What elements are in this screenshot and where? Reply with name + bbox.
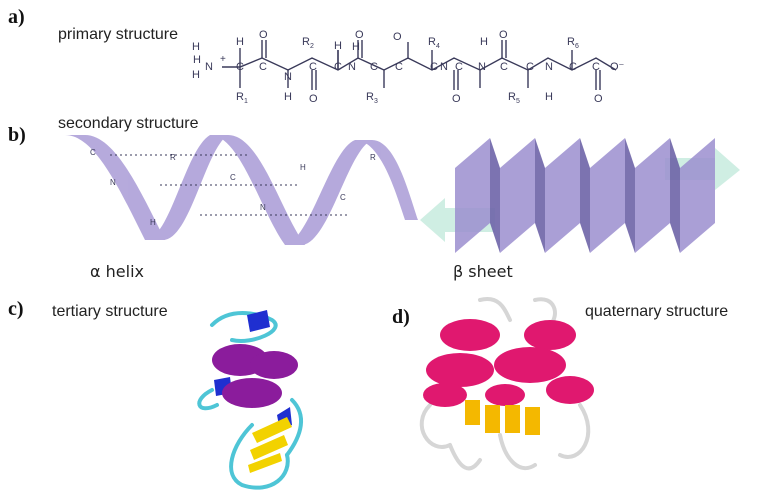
svg-text:R: R [236,91,244,103]
svg-text:H: H [192,69,200,81]
svg-text:3: 3 [374,98,378,105]
tertiary-structure-label: tertiary structure [52,303,168,320]
svg-text:N: N [205,61,213,73]
svg-text:H: H [150,218,156,227]
svg-text:N: N [440,61,448,73]
alpha-helix-label: α helix [90,262,144,281]
panel-a-letter: a) [8,6,25,28]
svg-text:H: H [334,40,342,52]
svg-text:O: O [452,93,461,105]
svg-text:H: H [352,41,360,53]
svg-text:H: H [284,91,292,103]
svg-text:N: N [110,178,116,187]
primary-structure-label: primary structure [58,26,179,43]
svg-text:C: C [370,61,378,73]
svg-text:O: O [355,29,364,41]
svg-text:C: C [236,61,244,73]
svg-text:N: N [545,61,553,73]
svg-text:2: 2 [310,43,314,50]
svg-text:C: C [259,61,267,73]
quaternary-structure-label: quaternary structure [585,303,729,320]
svg-text:H: H [480,36,488,48]
svg-text:R: R [302,36,310,48]
svg-text:O: O [309,93,318,105]
svg-text:C: C [309,61,317,73]
panel-b-letter: b) [8,124,26,146]
svg-text:N: N [260,203,266,212]
svg-text:O: O [594,93,603,105]
svg-text:C: C [526,61,534,73]
beta-sheet-label: β sheet [453,262,513,281]
svg-text:H: H [193,54,201,66]
svg-text:R: R [366,91,374,103]
svg-text:N: N [348,61,356,73]
panel-c-letter: c) [8,298,24,320]
svg-text:5: 5 [516,98,520,105]
svg-text:C: C [395,61,403,73]
svg-text:C: C [500,61,508,73]
secondary-structure-label: secondary structure [58,115,199,132]
svg-text:H: H [192,41,200,53]
alpha-helix-diagram: C N R C N H C R H [65,135,418,245]
svg-text:R: R [370,153,376,162]
svg-text:6: 6 [575,43,579,50]
svg-text:C: C [334,61,342,73]
svg-text:R: R [508,91,516,103]
svg-text:O: O [393,31,402,43]
svg-text:C: C [430,61,438,73]
svg-text:O⁻: O⁻ [610,61,625,73]
svg-text:C: C [569,61,577,73]
svg-text:C: C [90,148,96,157]
svg-text:O: O [259,29,268,41]
svg-text:H: H [300,163,306,172]
svg-text:R: R [170,153,176,162]
beta-sheet-diagram [420,138,740,253]
svg-text:C: C [592,61,600,73]
svg-text:R: R [428,36,436,48]
svg-text:4: 4 [436,43,440,50]
svg-text:C: C [455,61,463,73]
svg-text:H: H [545,91,553,103]
panel-d-letter: d) [392,306,410,328]
svg-text:H: H [236,36,244,48]
svg-text:C: C [230,173,236,182]
svg-text:O: O [499,29,508,41]
svg-text:N: N [478,61,486,73]
svg-text:1: 1 [244,98,248,105]
svg-text:N: N [284,71,292,83]
quaternary-structure-ribbon [419,297,594,471]
svg-text:R: R [567,36,575,48]
svg-text:C: C [340,193,346,202]
tertiary-structure-ribbon [197,310,304,490]
svg-text:+: + [220,54,226,65]
